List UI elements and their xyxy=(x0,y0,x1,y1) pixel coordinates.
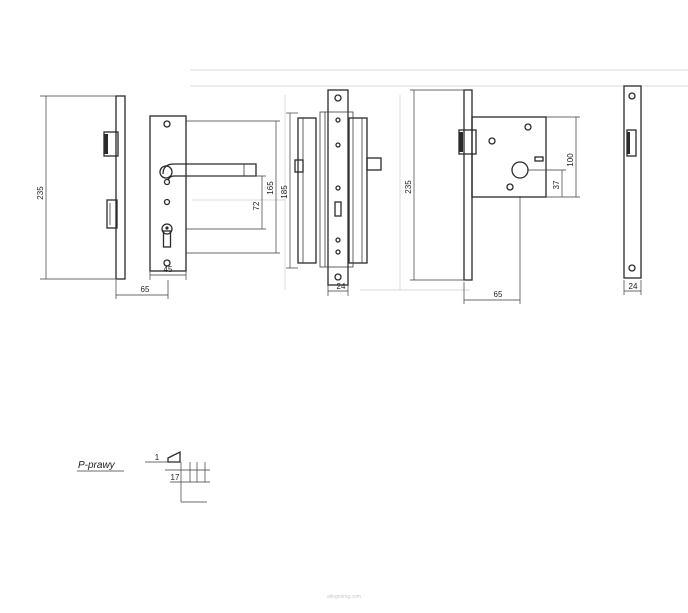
dim-front-lock-height: 235 xyxy=(36,186,45,200)
dim-right-37: 37 xyxy=(552,180,561,189)
detail-p-prawy: P-prawy 1 17 xyxy=(77,450,210,503)
detail-dim-17: 17 xyxy=(171,473,180,482)
dim-right-lock-height: 235 xyxy=(404,180,413,194)
dim-faceplate-24: 24 xyxy=(629,282,638,291)
side-lock-view: 185 24 xyxy=(280,89,382,296)
faceplate-view: 24 xyxy=(623,85,642,295)
detail-dim-1: 1 xyxy=(155,453,160,462)
watermark: allegroimg.com xyxy=(327,594,361,600)
dim-handle-72: 72 xyxy=(252,201,261,210)
dim-right-100: 100 xyxy=(566,153,575,167)
dim-side-24: 24 xyxy=(337,282,346,291)
dim-front-backset-65: 65 xyxy=(141,285,150,294)
background-ghost-lines xyxy=(190,69,688,291)
detail-label: P-prawy xyxy=(78,460,116,471)
right-lock-view: 235 100 37 65 xyxy=(404,89,580,304)
dim-side-185: 185 xyxy=(280,185,289,199)
dim-front-width-45: 45 xyxy=(164,265,173,274)
front-lock-view: 235 45 65 72 165 xyxy=(36,95,280,299)
dim-plate-165: 165 xyxy=(266,181,275,195)
dim-right-backset-65: 65 xyxy=(494,290,503,299)
